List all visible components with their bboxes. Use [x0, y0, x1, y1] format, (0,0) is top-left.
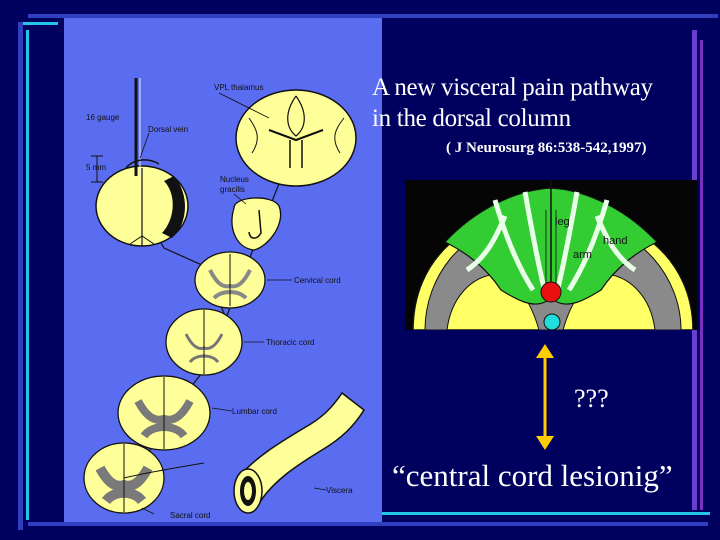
dorsal-column-diagram: leg hand arm — [405, 180, 697, 330]
sacral-cord-section — [83, 442, 205, 514]
frame-bar-bottom — [28, 522, 708, 526]
inset-white-tracts — [465, 191, 637, 293]
brainstem-section — [231, 197, 282, 251]
citation: ( J Neurosurg 86:538-542,1997) — [446, 140, 647, 156]
label-5mm: 5 mm — [86, 163, 106, 172]
leader-lines — [139, 92, 327, 515]
dorsal-column-inset: leg hand arm — [405, 180, 697, 330]
cervical-cord-section — [194, 251, 266, 309]
frame-bar-bottom-light — [380, 512, 710, 515]
inset-label-hand: hand — [603, 235, 627, 247]
label-cervical-cord: Cervical cord — [294, 276, 341, 285]
title-line-1: A new visceral pain pathway — [372, 74, 653, 101]
lesion-site-marker — [540, 281, 562, 303]
label-nucleus: Nucleus — [220, 175, 249, 184]
spinal-cord-diagram: 16 gauge VPL thalamus Dorsal vein 5 mm N… — [83, 78, 365, 520]
frame-bar-top — [28, 14, 718, 18]
inset-label-arm: arm — [573, 249, 592, 261]
frame-bar-right-2 — [700, 40, 703, 510]
label-dorsal-vein: Dorsal vein — [148, 125, 188, 134]
lumbar-cord-section — [117, 375, 211, 451]
slide-title: A new visceral pain pathway in the dorsa… — [372, 72, 712, 134]
viscera-tube — [233, 391, 365, 514]
label-lumbar-cord: Lumbar cord — [232, 407, 277, 416]
label-vpl-thalamus: VPL thalamus — [214, 83, 264, 92]
title-line-2: in the dorsal column — [372, 105, 571, 132]
brain-section — [235, 89, 357, 187]
lesion-cord-section — [91, 78, 189, 247]
frame-bar-top-light — [18, 22, 58, 25]
label-16-gauge: 16 gauge — [86, 113, 120, 122]
label-gracilis: gracilis — [220, 185, 245, 194]
label-thoracic-cord: Thoracic cord — [266, 338, 314, 347]
frame-bar-left-light — [26, 30, 29, 520]
spinal-cord-diagram-panel: 16 gauge VPL thalamus Dorsal vein 5 mm N… — [64, 18, 382, 522]
central-cord-lesioning-text: “central cord lesionig” — [392, 458, 673, 493]
inset-label-leg: leg — [555, 216, 570, 228]
central-canal-marker — [543, 313, 561, 331]
thoracic-cord-section — [165, 308, 243, 376]
label-viscera: Viscera — [326, 486, 353, 495]
frame-bar-left — [18, 22, 23, 530]
double-arrow-icon — [536, 344, 554, 450]
label-sacral-cord: Sacral cord — [170, 511, 210, 520]
question-marks: ??? — [574, 384, 609, 413]
